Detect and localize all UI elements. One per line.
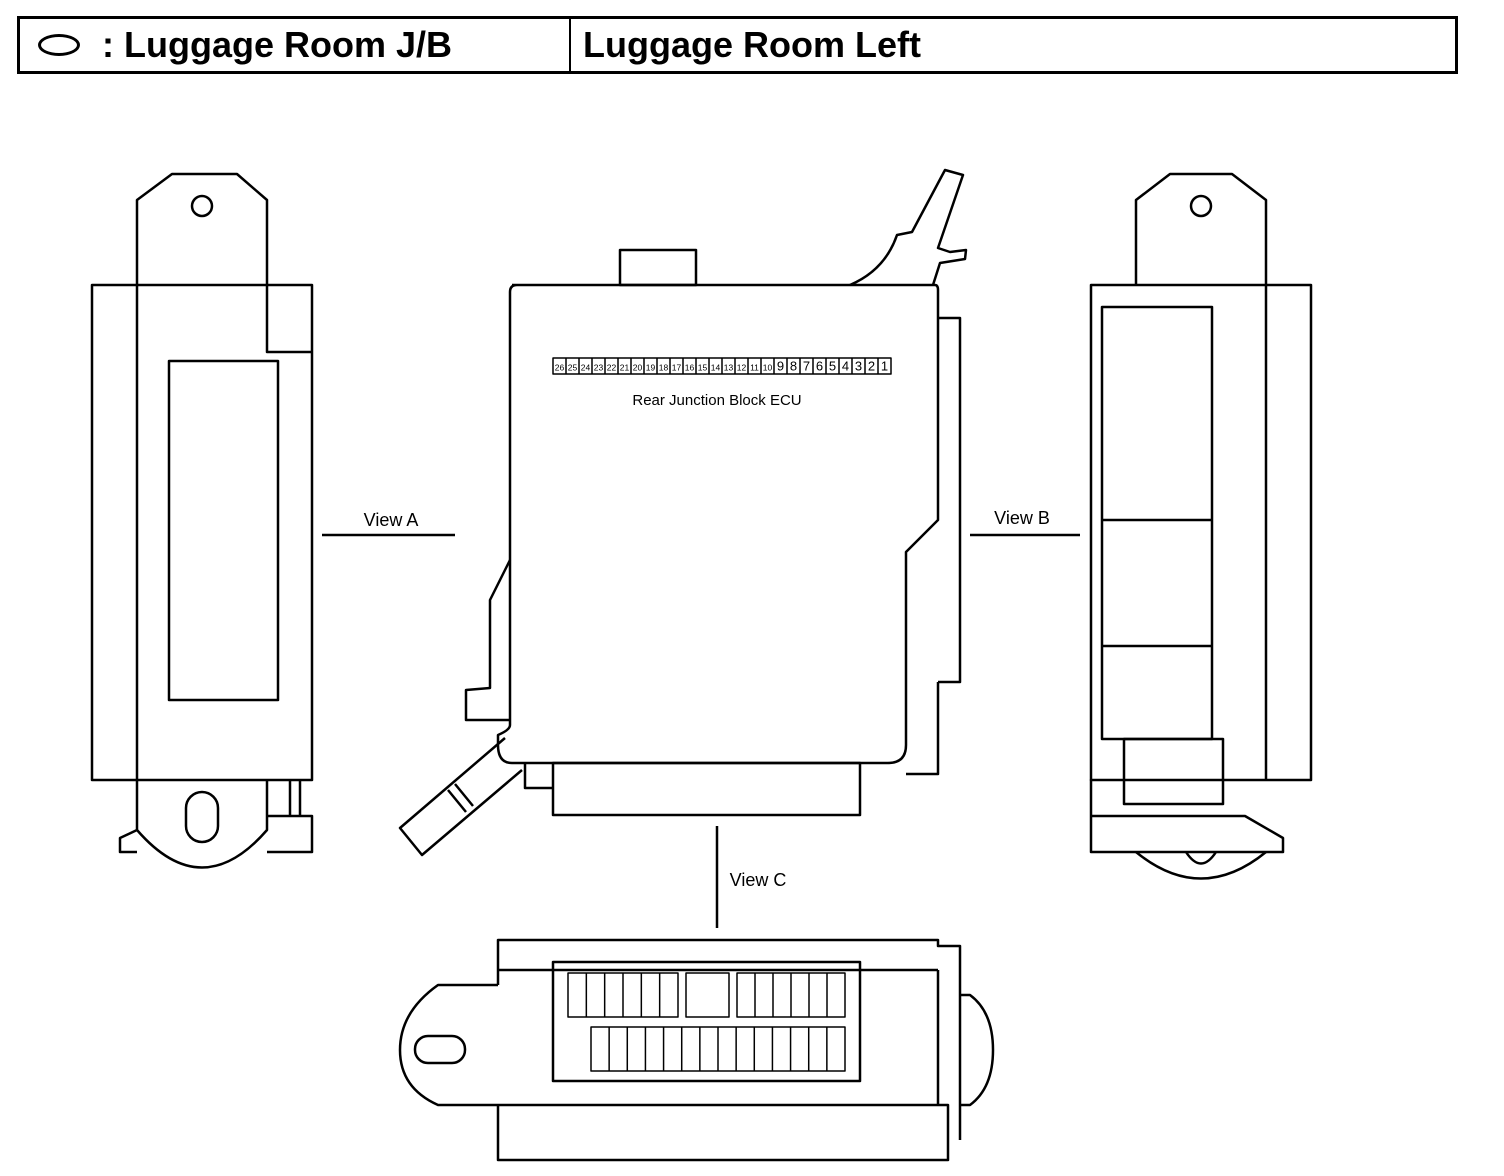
terminal-number: 1 xyxy=(881,359,888,374)
terminal-number: 7 xyxy=(803,359,810,374)
terminal-number: 19 xyxy=(646,363,656,373)
terminal-number: 26 xyxy=(555,363,565,373)
terminal-number: 3 xyxy=(855,359,862,374)
location-cell: : Luggage Room J/B xyxy=(20,19,571,71)
terminal-number: 24 xyxy=(581,363,591,373)
terminal-number: 4 xyxy=(842,359,849,374)
location-label: : Luggage Room J/B xyxy=(102,24,452,65)
terminal-number: 2 xyxy=(868,359,875,374)
terminal-number: 8 xyxy=(790,359,797,374)
cavity-row-top-middle xyxy=(685,972,730,1018)
header-table: : Luggage Room J/B Luggage Room Left xyxy=(17,16,1458,74)
terminal-number: 25 xyxy=(568,363,578,373)
terminal-number: 16 xyxy=(685,363,695,373)
terminal-number: 20 xyxy=(633,363,643,373)
terminal-number: 14 xyxy=(711,363,721,373)
view-c-label: View C xyxy=(730,870,787,890)
terminal-number: 18 xyxy=(659,363,669,373)
terminal-number: 15 xyxy=(698,363,708,373)
main-unit-drawing xyxy=(322,168,1080,928)
terminal-number: 13 xyxy=(724,363,734,373)
view-a-label: View A xyxy=(364,510,419,530)
view-b-label: View B xyxy=(994,508,1050,528)
component-name-label: Rear Junction Block ECU xyxy=(632,392,801,409)
location-detail: Luggage Room Left xyxy=(583,24,921,65)
location-detail-cell: Luggage Room Left xyxy=(571,19,1455,71)
view-c-drawing xyxy=(398,938,995,1162)
terminal-number: 11 xyxy=(750,363,759,373)
terminal-number: 10 xyxy=(763,363,773,373)
terminal-number: 21 xyxy=(620,363,630,373)
terminal-number: 5 xyxy=(829,359,836,374)
terminal-number: 12 xyxy=(737,363,747,373)
terminal-number: 23 xyxy=(594,363,604,373)
view-b-drawing xyxy=(1089,172,1313,880)
terminal-number: 6 xyxy=(816,359,823,374)
terminal-number: 22 xyxy=(607,363,617,373)
terminal-number: 17 xyxy=(672,363,682,373)
oval-icon xyxy=(38,34,80,56)
terminal-number: 9 xyxy=(777,359,784,374)
view-a-drawing xyxy=(90,172,314,869)
